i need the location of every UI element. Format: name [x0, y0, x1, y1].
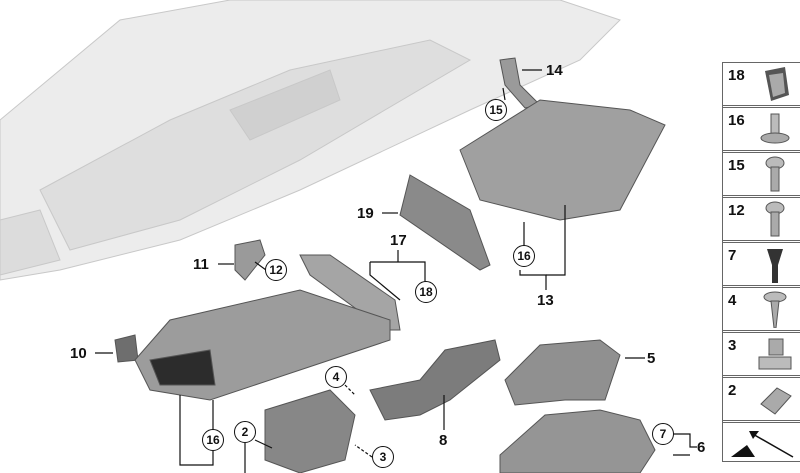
hardware-number: 12	[728, 202, 745, 219]
hardware-number: 15	[728, 157, 745, 174]
circled-callout-16b: 16	[202, 429, 224, 451]
callout-5: 5	[647, 350, 656, 367]
callout-10: 10	[70, 345, 87, 362]
push-rivet-icon	[760, 113, 790, 144]
screw-icon	[765, 201, 785, 237]
arrow-cell	[723, 422, 800, 462]
part-6	[499, 409, 656, 473]
circled-callout-18: 18	[415, 281, 437, 303]
part-10	[114, 334, 139, 363]
cage-nut-icon	[758, 338, 792, 370]
circled-callout-2: 2	[234, 421, 256, 443]
hardware-number: 16	[728, 112, 745, 129]
dashboard-outline	[0, 0, 621, 281]
callout-14: 14	[546, 62, 563, 79]
part-5	[504, 339, 621, 406]
part-8	[369, 339, 501, 421]
part-1	[264, 389, 356, 473]
circled-callout-12: 12	[265, 259, 287, 281]
clip-icon	[765, 67, 789, 101]
hardware-item: 2	[723, 377, 800, 421]
hardware-item: 12	[723, 197, 800, 241]
screw-icon	[765, 156, 785, 192]
hardware-number: 18	[728, 67, 745, 84]
part-11	[234, 239, 266, 281]
callout-6: 6	[697, 439, 706, 456]
callout-13: 13	[537, 292, 554, 309]
part-19	[399, 174, 491, 271]
hardware-item: 4	[723, 287, 800, 331]
hardware-panel: 18 16 15 12 7 4 3 2	[722, 62, 800, 462]
circled-callout-7: 7	[652, 423, 674, 445]
part-13	[459, 99, 666, 221]
circled-callout-15: 15	[485, 99, 507, 121]
circled-callout-4: 4	[325, 366, 347, 388]
hardware-item: 15	[723, 152, 800, 196]
part-17	[299, 254, 401, 331]
callout-17: 17	[390, 232, 407, 249]
hardware-item: 7	[723, 242, 800, 286]
leader-lines	[95, 69, 697, 473]
hardware-number: 7	[728, 247, 737, 264]
hardware-number: 3	[728, 337, 737, 354]
callout-8: 8	[439, 432, 448, 449]
arrow-icon	[731, 431, 794, 458]
circled-callout-16: 16	[513, 245, 535, 267]
hardware-number: 2	[728, 382, 737, 399]
circled-callout-3: 3	[372, 446, 394, 468]
spring-nut-icon	[760, 387, 792, 415]
parts	[114, 57, 666, 473]
hardware-item: 16	[723, 107, 800, 151]
callout-11: 11	[193, 256, 209, 273]
hardware-item: 18	[723, 62, 800, 106]
hardware-item: 3	[723, 332, 800, 376]
hardware-number: 4	[728, 292, 737, 309]
self-tapping-screw-icon	[763, 291, 787, 328]
rubber-stop-icon	[767, 249, 783, 283]
callout-19: 19	[357, 205, 374, 222]
